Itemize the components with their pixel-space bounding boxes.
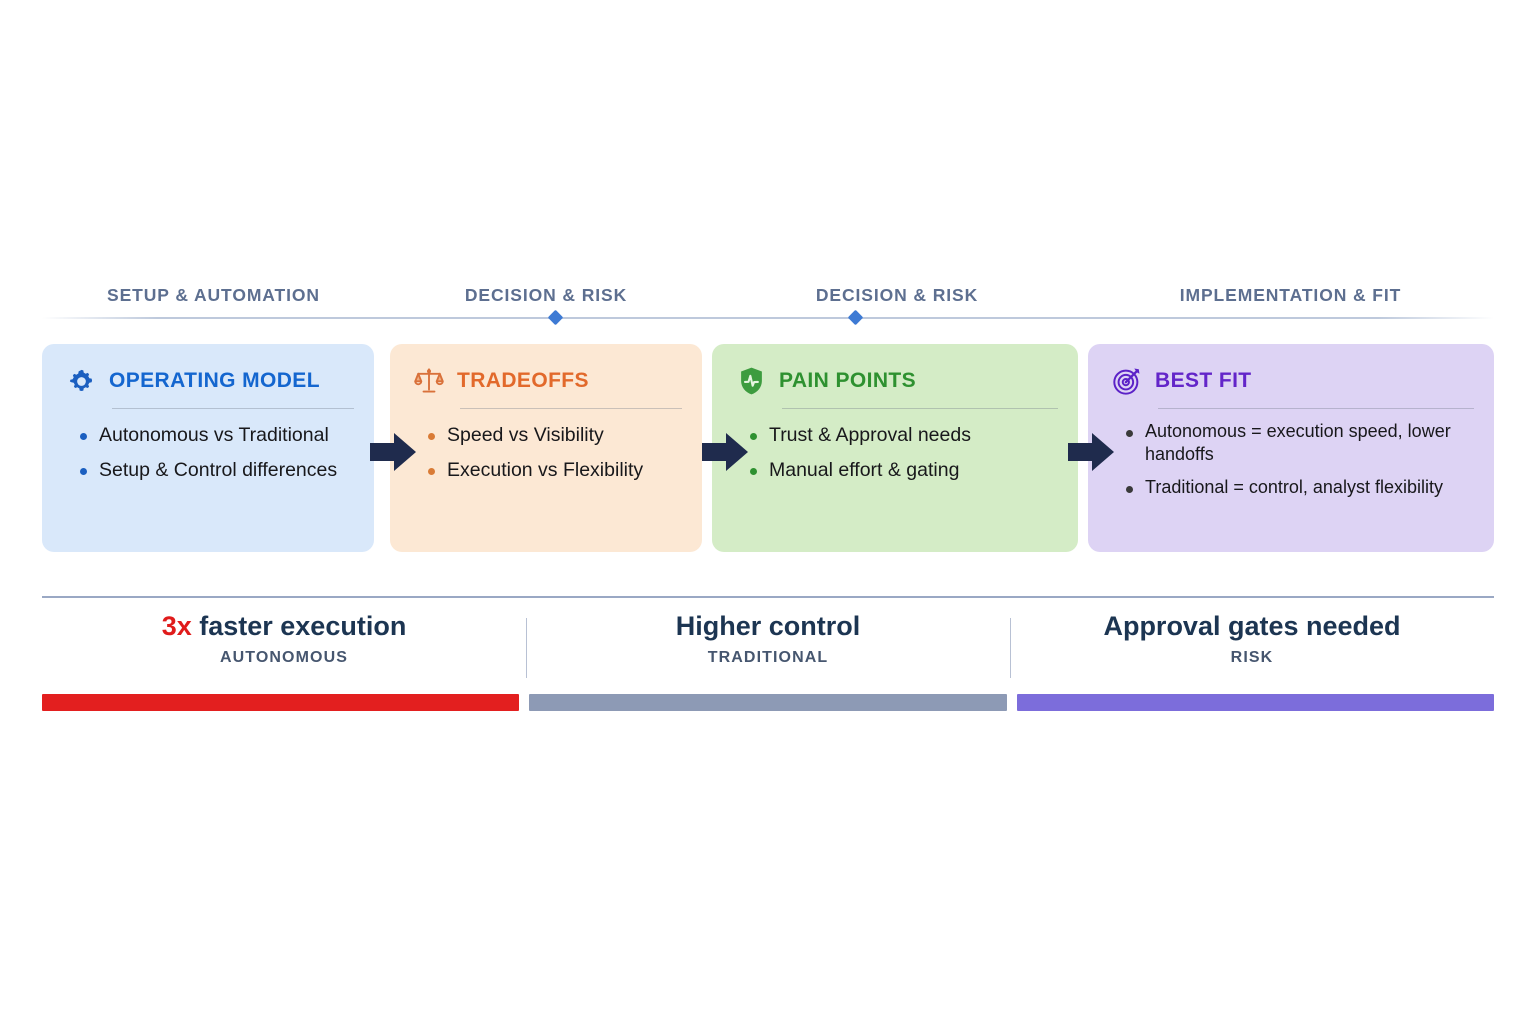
stat-headline: Approval gates needed xyxy=(1022,611,1482,642)
stat-bar-traditional xyxy=(529,694,1007,711)
card-divider xyxy=(782,408,1058,409)
list-item: Manual effort & gating xyxy=(748,458,1058,484)
phase-marker-diamond-1 xyxy=(547,309,564,326)
list-item: Traditional = control, analyst flexibili… xyxy=(1124,476,1474,499)
card-best-fit[interactable]: BEST FIT Autonomous = execution speed, l… xyxy=(1088,344,1494,552)
phase-timeline-rule xyxy=(42,317,1494,319)
card-pain-points[interactable]: PAIN POINTS Trust & Approval needs Manua… xyxy=(712,344,1078,552)
stat-headline-text: faster execution xyxy=(191,611,407,641)
scales-icon xyxy=(414,366,444,396)
stat-headline: 3x faster execution xyxy=(54,611,514,642)
list-item: Trust & Approval needs xyxy=(748,423,1058,449)
card-title: TRADEOFFS xyxy=(457,369,589,392)
phase-label-implementation-fit: IMPLEMENTATION & FIT xyxy=(1179,284,1402,305)
stat-headline-text: Approval gates needed xyxy=(1103,611,1401,641)
card-bullet-list: Autonomous = execution speed, lower hand… xyxy=(1110,420,1474,499)
stat-bar-risk xyxy=(1016,694,1494,711)
stat-traditional: Higher control TRADITIONAL xyxy=(526,611,1010,686)
card-title: OPERATING MODEL xyxy=(109,369,320,392)
card-tradeoffs[interactable]: TRADEOFFS Speed vs Visibility Execution … xyxy=(390,344,702,552)
card-bullet-list: Autonomous vs Traditional Setup & Contro… xyxy=(64,423,354,484)
card-title: PAIN POINTS xyxy=(779,369,917,392)
card-header: BEST FIT xyxy=(1110,360,1474,402)
stats-divider-rule xyxy=(42,596,1494,598)
card-divider xyxy=(460,408,682,409)
stat-bars-row xyxy=(42,694,1494,711)
list-item: Execution vs Flexibility xyxy=(426,458,682,484)
stat-risk: Approval gates needed RISK xyxy=(1010,611,1494,686)
card-divider xyxy=(1158,408,1474,409)
card-title: BEST FIT xyxy=(1155,369,1252,392)
card-divider xyxy=(112,408,354,409)
phase-label-decision-risk-1: DECISION & RISK xyxy=(464,284,628,305)
arrow-operating-to-tradeoffs xyxy=(370,430,416,474)
stat-headline-text: Higher control xyxy=(675,611,861,641)
phase-label-strip: SETUP & AUTOMATION DECISION & RISK DECIS… xyxy=(42,278,1494,326)
card-bullet-list: Speed vs Visibility Execution vs Flexibi… xyxy=(412,423,682,484)
stat-accent-value: 3x xyxy=(161,611,192,641)
shield-check-icon xyxy=(736,366,766,396)
stats-section: 3x faster execution AUTONOMOUS Higher co… xyxy=(42,596,1494,711)
stat-sublabel: RISK xyxy=(1230,648,1274,666)
phase-labels: SETUP & AUTOMATION DECISION & RISK DECIS… xyxy=(42,278,1494,312)
card-operating-model[interactable]: OPERATING MODEL Autonomous vs Traditiona… xyxy=(42,344,374,552)
list-item: Setup & Control differences xyxy=(78,458,354,484)
stat-sublabel: TRADITIONAL xyxy=(707,648,829,666)
stat-autonomous: 3x faster execution AUTONOMOUS xyxy=(42,611,526,686)
phase-marker-diamond-2 xyxy=(847,309,864,326)
card-bullet-list: Trust & Approval needs Manual effort & g… xyxy=(734,423,1058,484)
card-row: OPERATING MODEL Autonomous vs Traditiona… xyxy=(42,344,1494,552)
phase-label-decision-risk-2: DECISION & RISK xyxy=(815,284,979,305)
card-header: TRADEOFFS xyxy=(412,360,682,402)
phase-label-setup-automation: SETUP & AUTOMATION xyxy=(107,284,320,305)
arrow-tradeoffs-to-pain-points xyxy=(702,430,748,474)
stat-headline: Higher control xyxy=(538,611,998,642)
card-header: OPERATING MODEL xyxy=(64,360,354,402)
list-item: Speed vs Visibility xyxy=(426,423,682,449)
target-icon xyxy=(1112,366,1142,396)
stat-sublabel: AUTONOMOUS xyxy=(219,648,349,666)
card-header: PAIN POINTS xyxy=(734,360,1058,402)
list-item: Autonomous = execution speed, lower hand… xyxy=(1124,420,1474,466)
gear-icon xyxy=(66,366,96,396)
stats-row: 3x faster execution AUTONOMOUS Higher co… xyxy=(42,611,1494,686)
list-item: Autonomous vs Traditional xyxy=(78,423,354,449)
arrow-pain-points-to-best-fit xyxy=(1068,430,1114,474)
stat-bar-autonomous xyxy=(42,694,520,711)
